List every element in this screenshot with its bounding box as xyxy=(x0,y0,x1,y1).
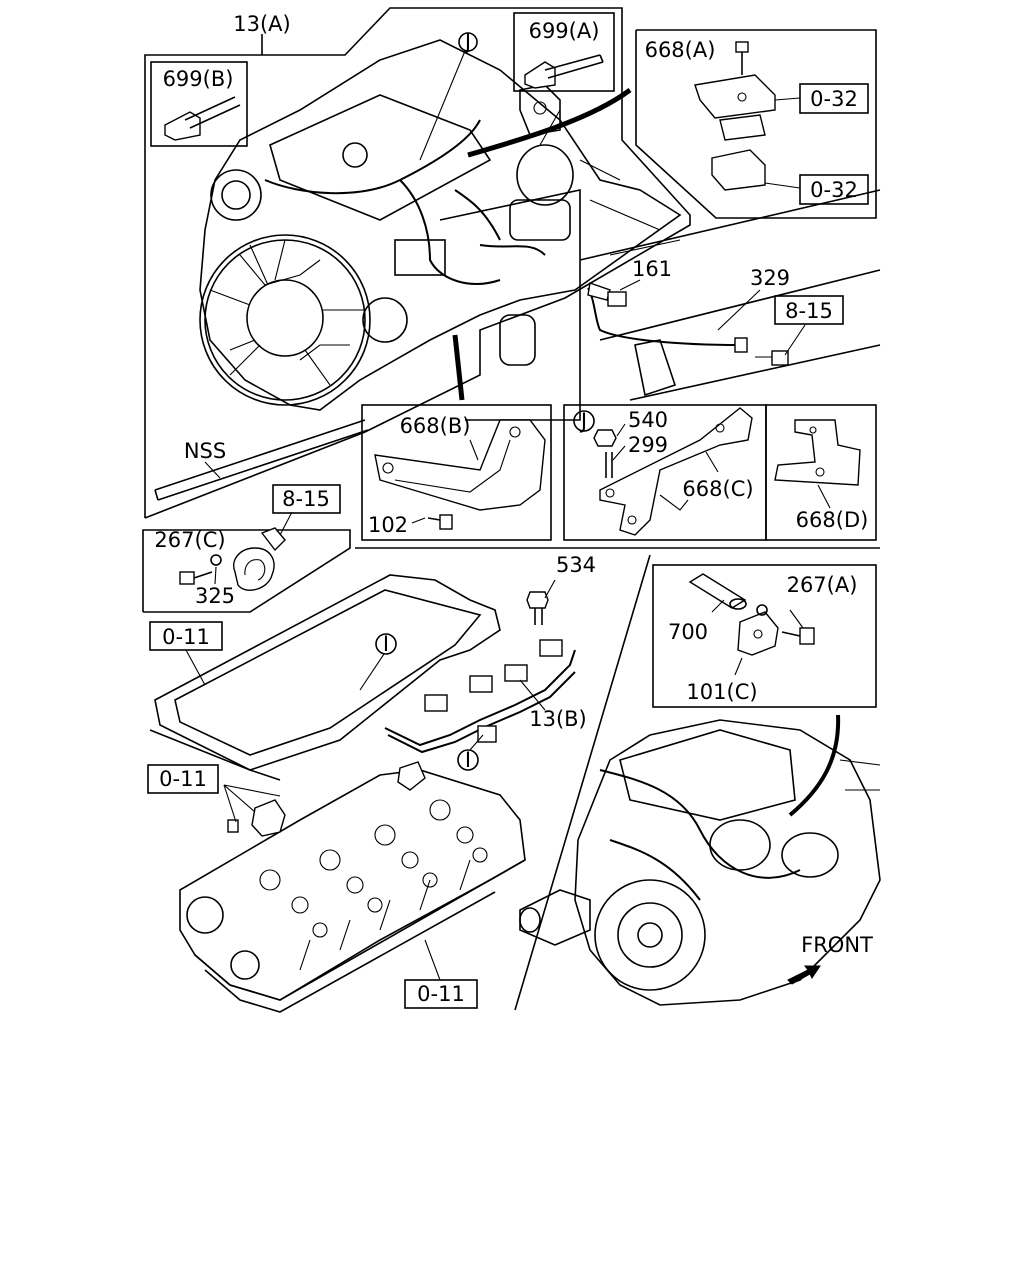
callout-267a: 267(A) xyxy=(787,573,858,597)
callout-0-32-top: 0-32 xyxy=(810,87,858,111)
callout-0-11-bottom: 0-11 xyxy=(417,982,465,1006)
callout-534: 534 xyxy=(556,553,596,577)
inset-267a xyxy=(652,564,877,708)
callout-540: 540 xyxy=(628,408,668,432)
section-divider-diagonal xyxy=(514,554,651,1011)
inset-699b xyxy=(150,61,248,147)
marker-i-top: I xyxy=(383,632,389,656)
cylinder-head xyxy=(147,761,526,1013)
callout-267c: 267(C) xyxy=(154,528,225,552)
callout-13a: 13(A) xyxy=(233,12,290,36)
front-arrow-icon xyxy=(787,965,821,985)
frame-rail-cable-area xyxy=(579,189,881,401)
callout-325: 325 xyxy=(195,584,235,608)
callout-nss: NSS xyxy=(184,439,226,463)
inset-668d xyxy=(765,404,877,541)
callout-0-32-bottom: 0-32 xyxy=(810,178,858,202)
callout-668c: 668(C) xyxy=(682,477,753,501)
inset-699a xyxy=(513,12,615,92)
callout-8-15-top: 8-15 xyxy=(785,299,833,323)
nss-strap xyxy=(154,419,369,501)
engine-block-illustration xyxy=(199,32,682,421)
front-direction-indicator xyxy=(787,965,821,985)
callout-699a: 699(A) xyxy=(529,19,600,43)
callout-0-11-top: 0-11 xyxy=(162,625,210,649)
callout-front: FRONT xyxy=(801,933,873,957)
callout-0-11-left: 0-11 xyxy=(159,767,207,791)
callout-299: 299 xyxy=(628,433,668,457)
marker-j-top: J xyxy=(463,30,471,54)
callout-700: 700 xyxy=(668,620,708,644)
callout-161: 161 xyxy=(632,257,672,281)
callout-699b: 699(B) xyxy=(163,67,234,91)
main-engine-panel xyxy=(144,7,691,519)
inset-668b xyxy=(361,404,552,541)
marker-i-bottom: I xyxy=(465,748,471,772)
marker-j-inset: J xyxy=(579,409,587,433)
callout-329: 329 xyxy=(750,266,790,290)
callout-13b: 13(B) xyxy=(529,707,587,731)
callout-668b: 668(B) xyxy=(400,414,471,438)
callout-101c: 101(C) xyxy=(686,680,757,704)
rocker-cover-gasket xyxy=(149,574,501,781)
callout-102: 102 xyxy=(368,513,408,537)
inset-668a xyxy=(635,29,877,219)
callout-668d: 668(D) xyxy=(796,508,869,532)
wire-harness-13b xyxy=(384,579,576,771)
engine-overview-illustration xyxy=(519,714,881,1006)
callout-668a: 668(A) xyxy=(645,38,716,62)
callout-8-15-left: 8-15 xyxy=(282,487,330,511)
inset-267c xyxy=(142,484,351,613)
